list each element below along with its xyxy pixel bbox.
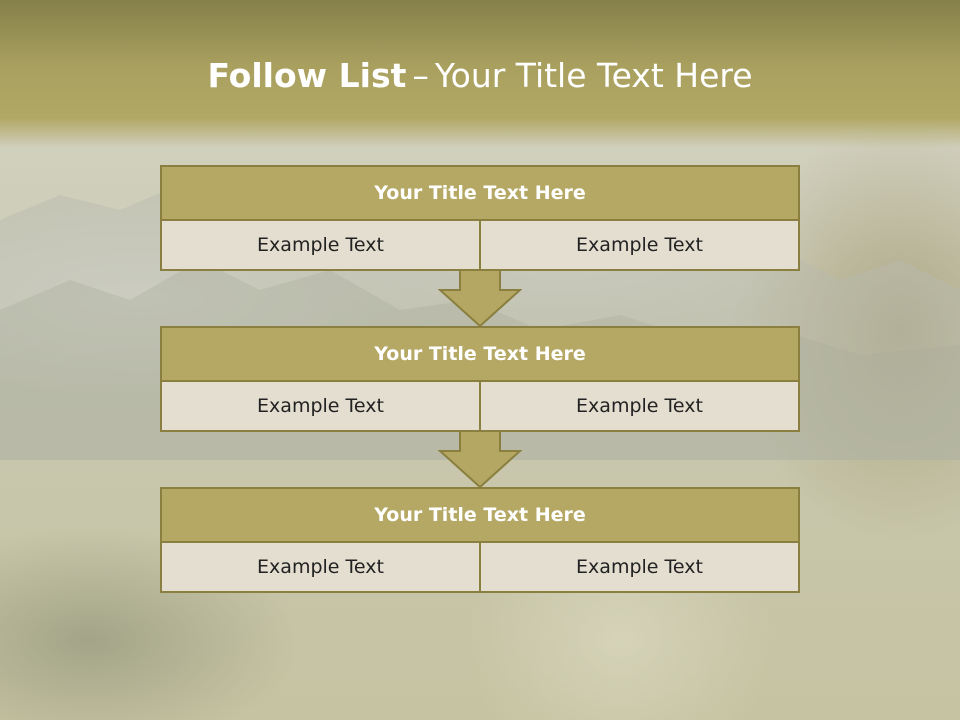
title-rest: Your Title Text Here <box>434 56 753 95</box>
step-cell-right: Example Text <box>481 543 800 593</box>
step-row: Example Text Example Text <box>160 221 800 271</box>
step-title: Your Title Text Here <box>160 487 800 543</box>
step-cell-left: Example Text <box>160 221 481 271</box>
step-title: Your Title Text Here <box>160 165 800 221</box>
step-block-2: Your Title Text Here Example Text Exampl… <box>160 326 800 432</box>
down-arrow-icon <box>438 431 522 489</box>
step-block-1: Your Title Text Here Example Text Exampl… <box>160 165 800 271</box>
step-cell-right: Example Text <box>481 382 800 432</box>
step-title: Your Title Text Here <box>160 326 800 382</box>
title-bar <box>0 0 960 148</box>
step-cell-left: Example Text <box>160 543 481 593</box>
step-cell-right: Example Text <box>481 221 800 271</box>
step-row: Example Text Example Text <box>160 382 800 432</box>
title-dash: – <box>412 56 429 95</box>
title-bold: Follow List <box>207 56 407 95</box>
down-arrow-icon <box>438 270 522 328</box>
slide-title: Follow List–Your Title Text Here <box>0 56 960 96</box>
step-block-3: Your Title Text Here Example Text Exampl… <box>160 487 800 593</box>
step-row: Example Text Example Text <box>160 543 800 593</box>
step-cell-left: Example Text <box>160 382 481 432</box>
